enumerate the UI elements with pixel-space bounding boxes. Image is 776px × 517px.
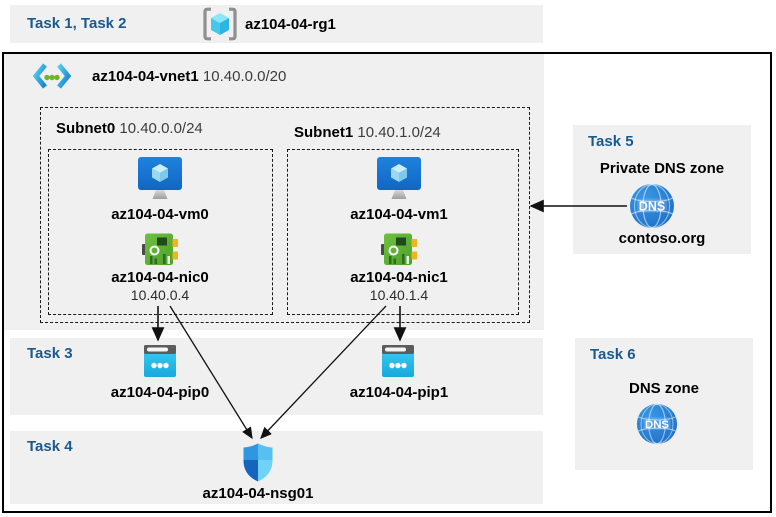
nic0-icon: [142, 233, 178, 265]
vm0-name: az104-04-vm0: [111, 206, 209, 223]
subnet0-cidr: 10.40.0.0/24: [119, 120, 203, 137]
task1-2-banner: Task 1, Task 2 az104-04-rg1: [10, 5, 543, 43]
subnet1-name: Subnet1: [294, 124, 354, 141]
nsg-name: az104-04-nsg01: [202, 485, 314, 502]
vm1-name: az104-04-vm1: [350, 206, 448, 223]
nic1-name: az104-04-nic1: [350, 269, 448, 286]
nic1-ip: 10.40.1.4: [369, 287, 429, 303]
subnet0-label: Subnet0 10.40.0.0/24: [56, 120, 203, 137]
private-dns-icon-text: DNS: [639, 200, 665, 214]
vnet-title: az104-04-vnet1 10.40.0.0/20: [92, 68, 286, 85]
nic0-ip: 10.40.0.4: [130, 287, 190, 303]
task6-label: Task 6: [590, 346, 636, 363]
task5-label: Task 5: [588, 133, 634, 150]
private-dns-icon: DNS: [630, 183, 674, 229]
vnet-cidr: 10.40.0.0/20: [202, 68, 287, 85]
subnet1-box: [287, 149, 519, 315]
resource-group-name: az104-04-rg1: [245, 16, 336, 33]
pip0-name: az104-04-pip0: [110, 384, 210, 401]
dns-zone-icon: DNS: [636, 403, 678, 445]
subnet1-label: Subnet1 10.40.1.0/24: [294, 124, 441, 141]
subnet1-cidr: 10.40.1.0/24: [357, 124, 441, 141]
vm1-icon: [377, 157, 421, 199]
vm0-icon: [138, 157, 182, 199]
task3-panel: [10, 338, 543, 415]
nic1-icon: [381, 233, 417, 265]
pip1-name: az104-04-pip1: [349, 384, 449, 401]
private-dns-zone-title: Private DNS zone: [599, 160, 725, 177]
nsg-shield-icon: [243, 443, 273, 482]
task3-label: Task 3: [27, 345, 73, 362]
resource-group-icon: [203, 7, 237, 41]
task1-2-label: Task 1, Task 2: [27, 15, 127, 32]
task4-label: Task 4: [27, 438, 73, 455]
vnet-name: az104-04-vnet1: [92, 68, 199, 85]
nic0-name: az104-04-nic0: [111, 269, 209, 286]
pip0-icon: [144, 345, 176, 377]
pip1-icon: [382, 345, 414, 377]
dns-zone-icon-text: DNS: [645, 419, 669, 431]
task5-panel: Task 5 Private DNS zone DNS contoso.org: [573, 125, 751, 254]
task4-panel: [10, 431, 543, 504]
private-dns-zone-name: contoso.org: [618, 230, 706, 247]
vnet-box: [4, 54, 544, 330]
subnet0-name: Subnet0: [56, 120, 116, 137]
dns-zone-title: DNS zone: [628, 380, 699, 397]
vnet-icon: [32, 63, 72, 89]
subnet0-box: [48, 149, 273, 315]
task6-panel: Task 6 DNS zone DNS: [575, 338, 753, 470]
